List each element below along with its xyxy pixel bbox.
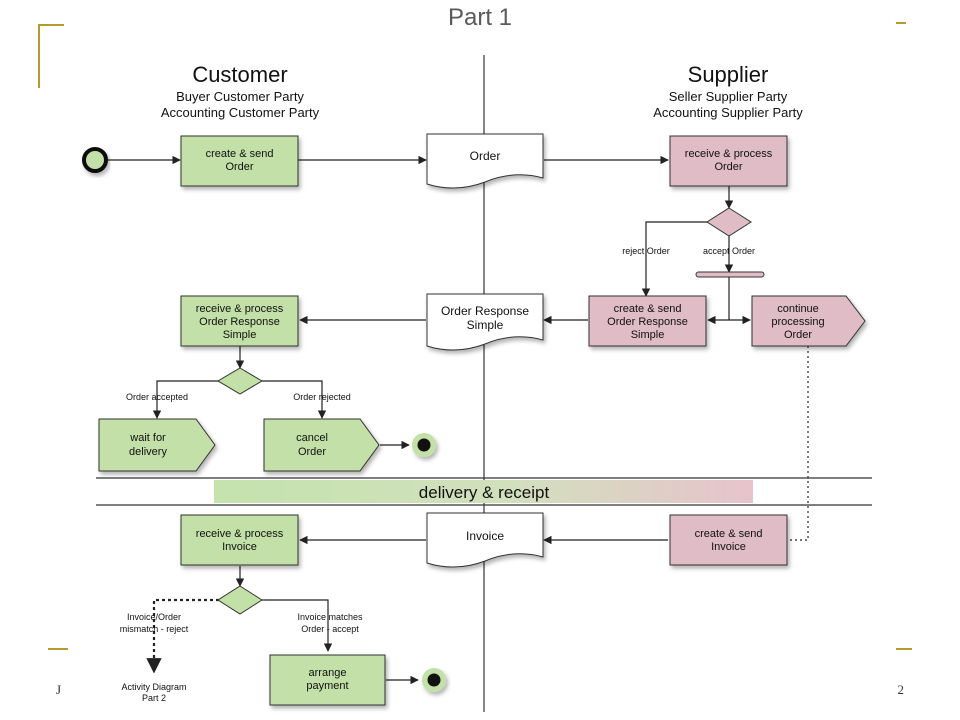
- label-invoice-matches-1: Invoice matches: [297, 612, 363, 622]
- label-order-accepted: Order accepted: [126, 392, 188, 402]
- label-accept-order: accept Order: [703, 246, 755, 256]
- corner-decoration-bottom-right: [896, 648, 912, 650]
- action-receive-process-order: [669, 135, 788, 187]
- edge-invoice-match: [261, 599, 333, 652]
- action-receive-process-invoice-label-2: Invoice: [222, 541, 257, 553]
- end-node-payment-core: [427, 673, 441, 687]
- action-create-send-order-response: [588, 295, 707, 347]
- customer-lane-title: Customer: [192, 62, 287, 87]
- action-create-send-order-response-label-3: Simple: [631, 329, 665, 341]
- action-cancel-order-label-2: Order: [298, 446, 326, 458]
- label-invoice-mismatch-2: mismatch - reject: [120, 624, 189, 634]
- action-wait-for-delivery-label-2: delivery: [129, 446, 167, 458]
- page-number: 2: [897, 682, 905, 697]
- document-order: [426, 133, 544, 189]
- separator-bar: [214, 480, 753, 503]
- label-invoice-mismatch-1: Invoice/Order: [127, 612, 181, 622]
- edges: [108, 155, 809, 685]
- document-invoice-label: Invoice: [466, 529, 504, 543]
- document-invoice: [426, 512, 544, 568]
- part-title: Part 1: [447, 4, 513, 31]
- activity-diagram-part2-label-1: Activity Diagram: [121, 682, 186, 692]
- action-receive-process-invoice: [180, 514, 299, 566]
- edge-order-accepted: [152, 380, 219, 419]
- edge-continue-to-invoice: [788, 346, 809, 541]
- supplier-lane-role-2: Accounting Supplier Party: [653, 105, 803, 120]
- action-create-send-order-response-label-2: Order Response: [607, 316, 688, 328]
- fork-bar: [695, 271, 765, 278]
- separator-label: delivery & receipt: [419, 483, 550, 502]
- action-create-send-invoice-label-1: create & send: [695, 528, 763, 540]
- action-continue-processing-order: [751, 295, 866, 347]
- action-receive-process-order-response-label-2: Order Response: [199, 316, 280, 328]
- action-cancel-order-label-1: cancel: [296, 432, 328, 444]
- label-invoice-matches-2: Order - accept: [301, 624, 359, 634]
- action-create-send-invoice-label-2: Invoice: [711, 541, 746, 553]
- action-continue-processing-order-label-1: continue: [777, 303, 819, 315]
- action-receive-process-order-response-label-3: Simple: [223, 329, 257, 341]
- decision-invoice-match: [217, 585, 263, 615]
- document-order-response: [426, 293, 544, 351]
- footer-text: J: [56, 682, 62, 697]
- edge-order-rejected: [261, 380, 327, 419]
- action-create-send-order-response-label-1: create & send: [614, 303, 682, 315]
- action-create-send-order-label-1: create & send: [206, 148, 274, 160]
- document-order-label: Order: [470, 149, 501, 163]
- edge-invoice-mismatch: [146, 598, 219, 674]
- decision-order-accepted-rejected: [217, 367, 263, 395]
- corner-decoration-top-right: [896, 22, 906, 24]
- label-order-rejected: Order rejected: [293, 392, 351, 402]
- action-continue-processing-order-label-3: Order: [784, 329, 812, 341]
- end-node-cancel-core: [417, 438, 431, 452]
- document-order-response-label-2: Simple: [467, 318, 504, 332]
- action-cancel-order: [263, 418, 380, 472]
- action-receive-process-order-response-label-1: receive & process: [196, 303, 284, 315]
- corner-decoration-top-left-horizontal: [38, 24, 64, 26]
- action-create-send-order-label-2: Order: [225, 161, 253, 173]
- customer-lane-role-2: Accounting Customer Party: [161, 105, 320, 120]
- decision-accept-reject-order: [706, 207, 752, 237]
- action-receive-process-invoice-label-1: receive & process: [196, 528, 284, 540]
- start-node: [82, 147, 108, 173]
- action-arrange-payment-label-2: payment: [306, 680, 348, 692]
- action-wait-for-delivery-label-1: wait for: [129, 432, 166, 444]
- supplier-lane-role-1: Seller Supplier Party: [669, 89, 788, 104]
- edge-reject-order: [641, 221, 708, 297]
- customer-lane-role-1: Buyer Customer Party: [176, 89, 304, 104]
- activity-diagram-part2-label-2: Part 2: [142, 693, 166, 703]
- action-wait-for-delivery: [98, 418, 216, 472]
- action-create-send-order: [180, 135, 299, 187]
- action-create-send-invoice: [669, 514, 788, 566]
- corner-decoration-bottom-left: [48, 648, 68, 650]
- action-receive-process-order-response: [180, 295, 299, 347]
- action-receive-process-order-label-2: Order: [714, 161, 742, 173]
- label-reject-order: reject Order: [622, 246, 670, 256]
- action-continue-processing-order-label-2: processing: [771, 316, 824, 328]
- corner-decoration-top-left-vertical: [38, 24, 40, 88]
- action-receive-process-order-label-1: receive & process: [685, 148, 773, 160]
- action-arrange-payment-label-1: arrange: [309, 667, 347, 679]
- action-arrange-payment: [269, 654, 386, 706]
- document-order-response-label-1: Order Response: [441, 304, 529, 318]
- supplier-lane-title: Supplier: [688, 62, 769, 87]
